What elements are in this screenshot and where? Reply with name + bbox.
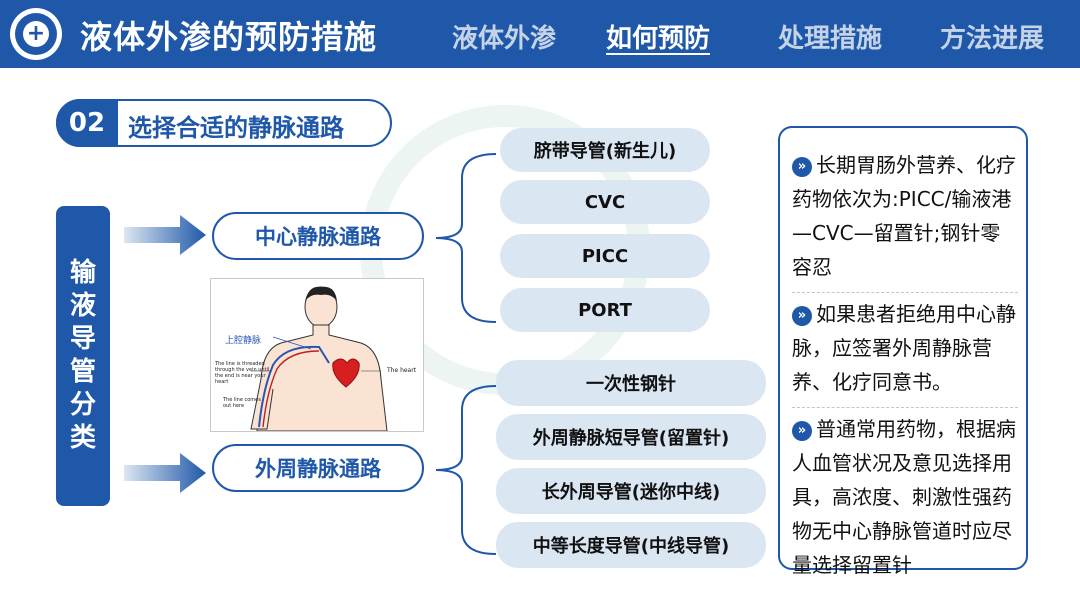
note-text: 普通常用药物，根据病人血管状况及意见选择用具，高浓度、刺激性强药物无中心静脉管道… [792, 417, 1016, 577]
caption-heart: The heart [387, 367, 417, 374]
double-chevron-icon: » [792, 157, 812, 177]
central-venous-access-button[interactable]: 中心静脉通路 [212, 212, 424, 260]
note-item: »长期胃肠外营养、化疗药物依次为:PICC/输液港—CVC—留置针;钢针零容忍 [792, 148, 1018, 290]
header-bar [0, 0, 1080, 68]
note-item: »如果患者拒绝用中心静脉，应签署外周静脉营养、化疗同意书。 [792, 297, 1018, 405]
catheter-classification-label: 输 液 导 管 分 类 [56, 206, 110, 506]
caption-threaded-line: The line is threaded through the vein un… [215, 361, 270, 385]
peripheral-item-short-catheter[interactable]: 外周静脉短导管(留置针) [496, 414, 766, 460]
tab-progress[interactable]: 方法进展 [940, 24, 1045, 54]
double-chevron-icon: » [792, 306, 812, 326]
section-title: 选择合适的静脉通路 [128, 114, 344, 142]
peripheral-item-long-catheter[interactable]: 长外周导管(迷你中线) [496, 468, 766, 514]
heart-icon [332, 358, 360, 388]
divider [792, 407, 1018, 408]
peripheral-item-midline-catheter[interactable]: 中等长度导管(中线导管) [496, 522, 766, 568]
arrow-right-icon [124, 215, 206, 255]
tab-prevention[interactable]: 如何预防 [606, 24, 711, 54]
arrow-right-icon [124, 453, 206, 493]
peripheral-item-steel-needle[interactable]: 一次性钢针 [496, 360, 766, 406]
hospital-logo-icon: + [10, 8, 62, 60]
central-item-umbilical-catheter[interactable]: 脐带导管(新生儿) [500, 128, 710, 172]
side-label-char: 输 [69, 258, 96, 288]
picc-anatomy-diagram: 上腔静脉 The line is threaded through the ve… [210, 278, 424, 432]
note-text: 长期胃肠外营养、化疗药物依次为:PICC/输液港—CVC—留置针;钢针零容忍 [792, 153, 1016, 279]
central-item-port[interactable]: PORT [500, 288, 710, 332]
tab-treatment[interactable]: 处理措施 [778, 24, 883, 54]
side-label-char: 导 [69, 324, 96, 354]
side-label-char: 类 [69, 423, 96, 453]
caption-line-exit: The line comes out here [223, 397, 261, 409]
divider [792, 292, 1018, 293]
note-item: »普通常用药物，根据病人血管状况及意见选择用具，高浓度、刺激性强药物无中心静脉管… [792, 412, 1018, 588]
side-label-char: 分 [69, 390, 96, 420]
peripheral-venous-access-button[interactable]: 外周静脉通路 [212, 444, 424, 492]
double-chevron-icon: » [792, 421, 812, 441]
side-label-char: 液 [69, 291, 96, 321]
note-text: 如果患者拒绝用中心静脉，应签署外周静脉营养、化疗同意书。 [792, 302, 1016, 394]
page-title: 液体外渗的预防措施 [80, 18, 378, 56]
tab-extravasation[interactable]: 液体外渗 [452, 24, 557, 54]
label-superior-vena-cava: 上腔静脉 [225, 336, 262, 346]
side-label-char: 管 [69, 357, 96, 387]
central-item-picc[interactable]: PICC [500, 234, 710, 278]
central-item-cvc[interactable]: CVC [500, 180, 710, 224]
body-illustration [250, 286, 388, 431]
section-number: 02 [56, 99, 118, 147]
notes-panel: »长期胃肠外营养、化疗药物依次为:PICC/输液港—CVC—留置针;钢针零容忍 … [778, 126, 1028, 577]
bracket-peripheral [435, 385, 497, 555]
bracket-central [435, 153, 497, 323]
